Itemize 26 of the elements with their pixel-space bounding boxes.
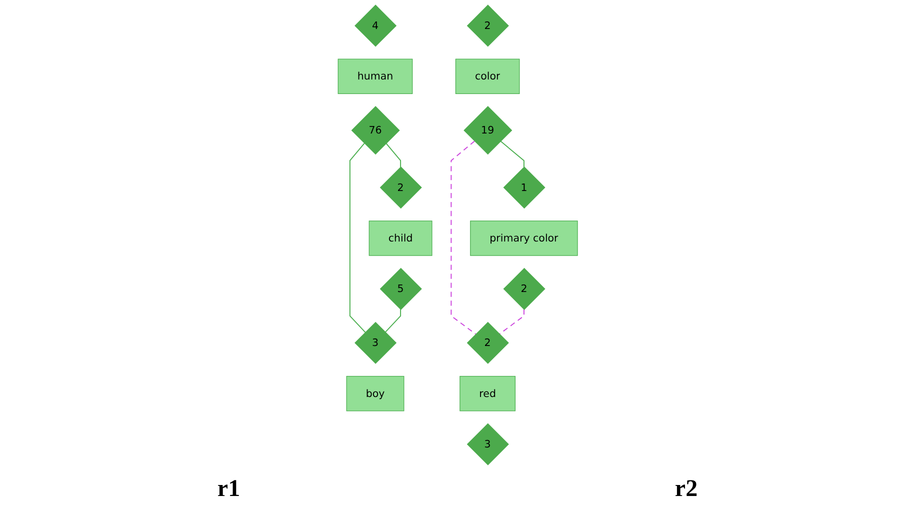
node-box (337, 58, 412, 94)
graph-caption: r1 (217, 476, 240, 503)
node-diamond (466, 4, 509, 47)
connector (385, 142, 401, 168)
node-diamond (354, 322, 396, 364)
node-box (368, 220, 432, 256)
node-box (455, 58, 520, 94)
connector (498, 309, 524, 335)
node-diamond (502, 268, 545, 310)
node-diamond (466, 423, 509, 466)
node-diamond (354, 4, 396, 47)
node-box (346, 376, 404, 412)
node-diamond (380, 268, 422, 310)
connector (384, 309, 401, 333)
node-diamond (502, 166, 545, 209)
node-diamond (463, 106, 512, 155)
connector (450, 140, 476, 335)
node-diamond (466, 322, 509, 364)
node-diamond (380, 166, 422, 209)
node-diamond (350, 106, 400, 155)
graph-caption: r2 (674, 476, 698, 503)
node-box (459, 376, 516, 412)
connector (349, 142, 366, 333)
node-box (470, 220, 578, 256)
connector (500, 140, 524, 168)
diagram: 4 human 76 2 child 5 3 boy 2 color 19 1 primary color 2 2 red 3 (332, 0, 582, 470)
